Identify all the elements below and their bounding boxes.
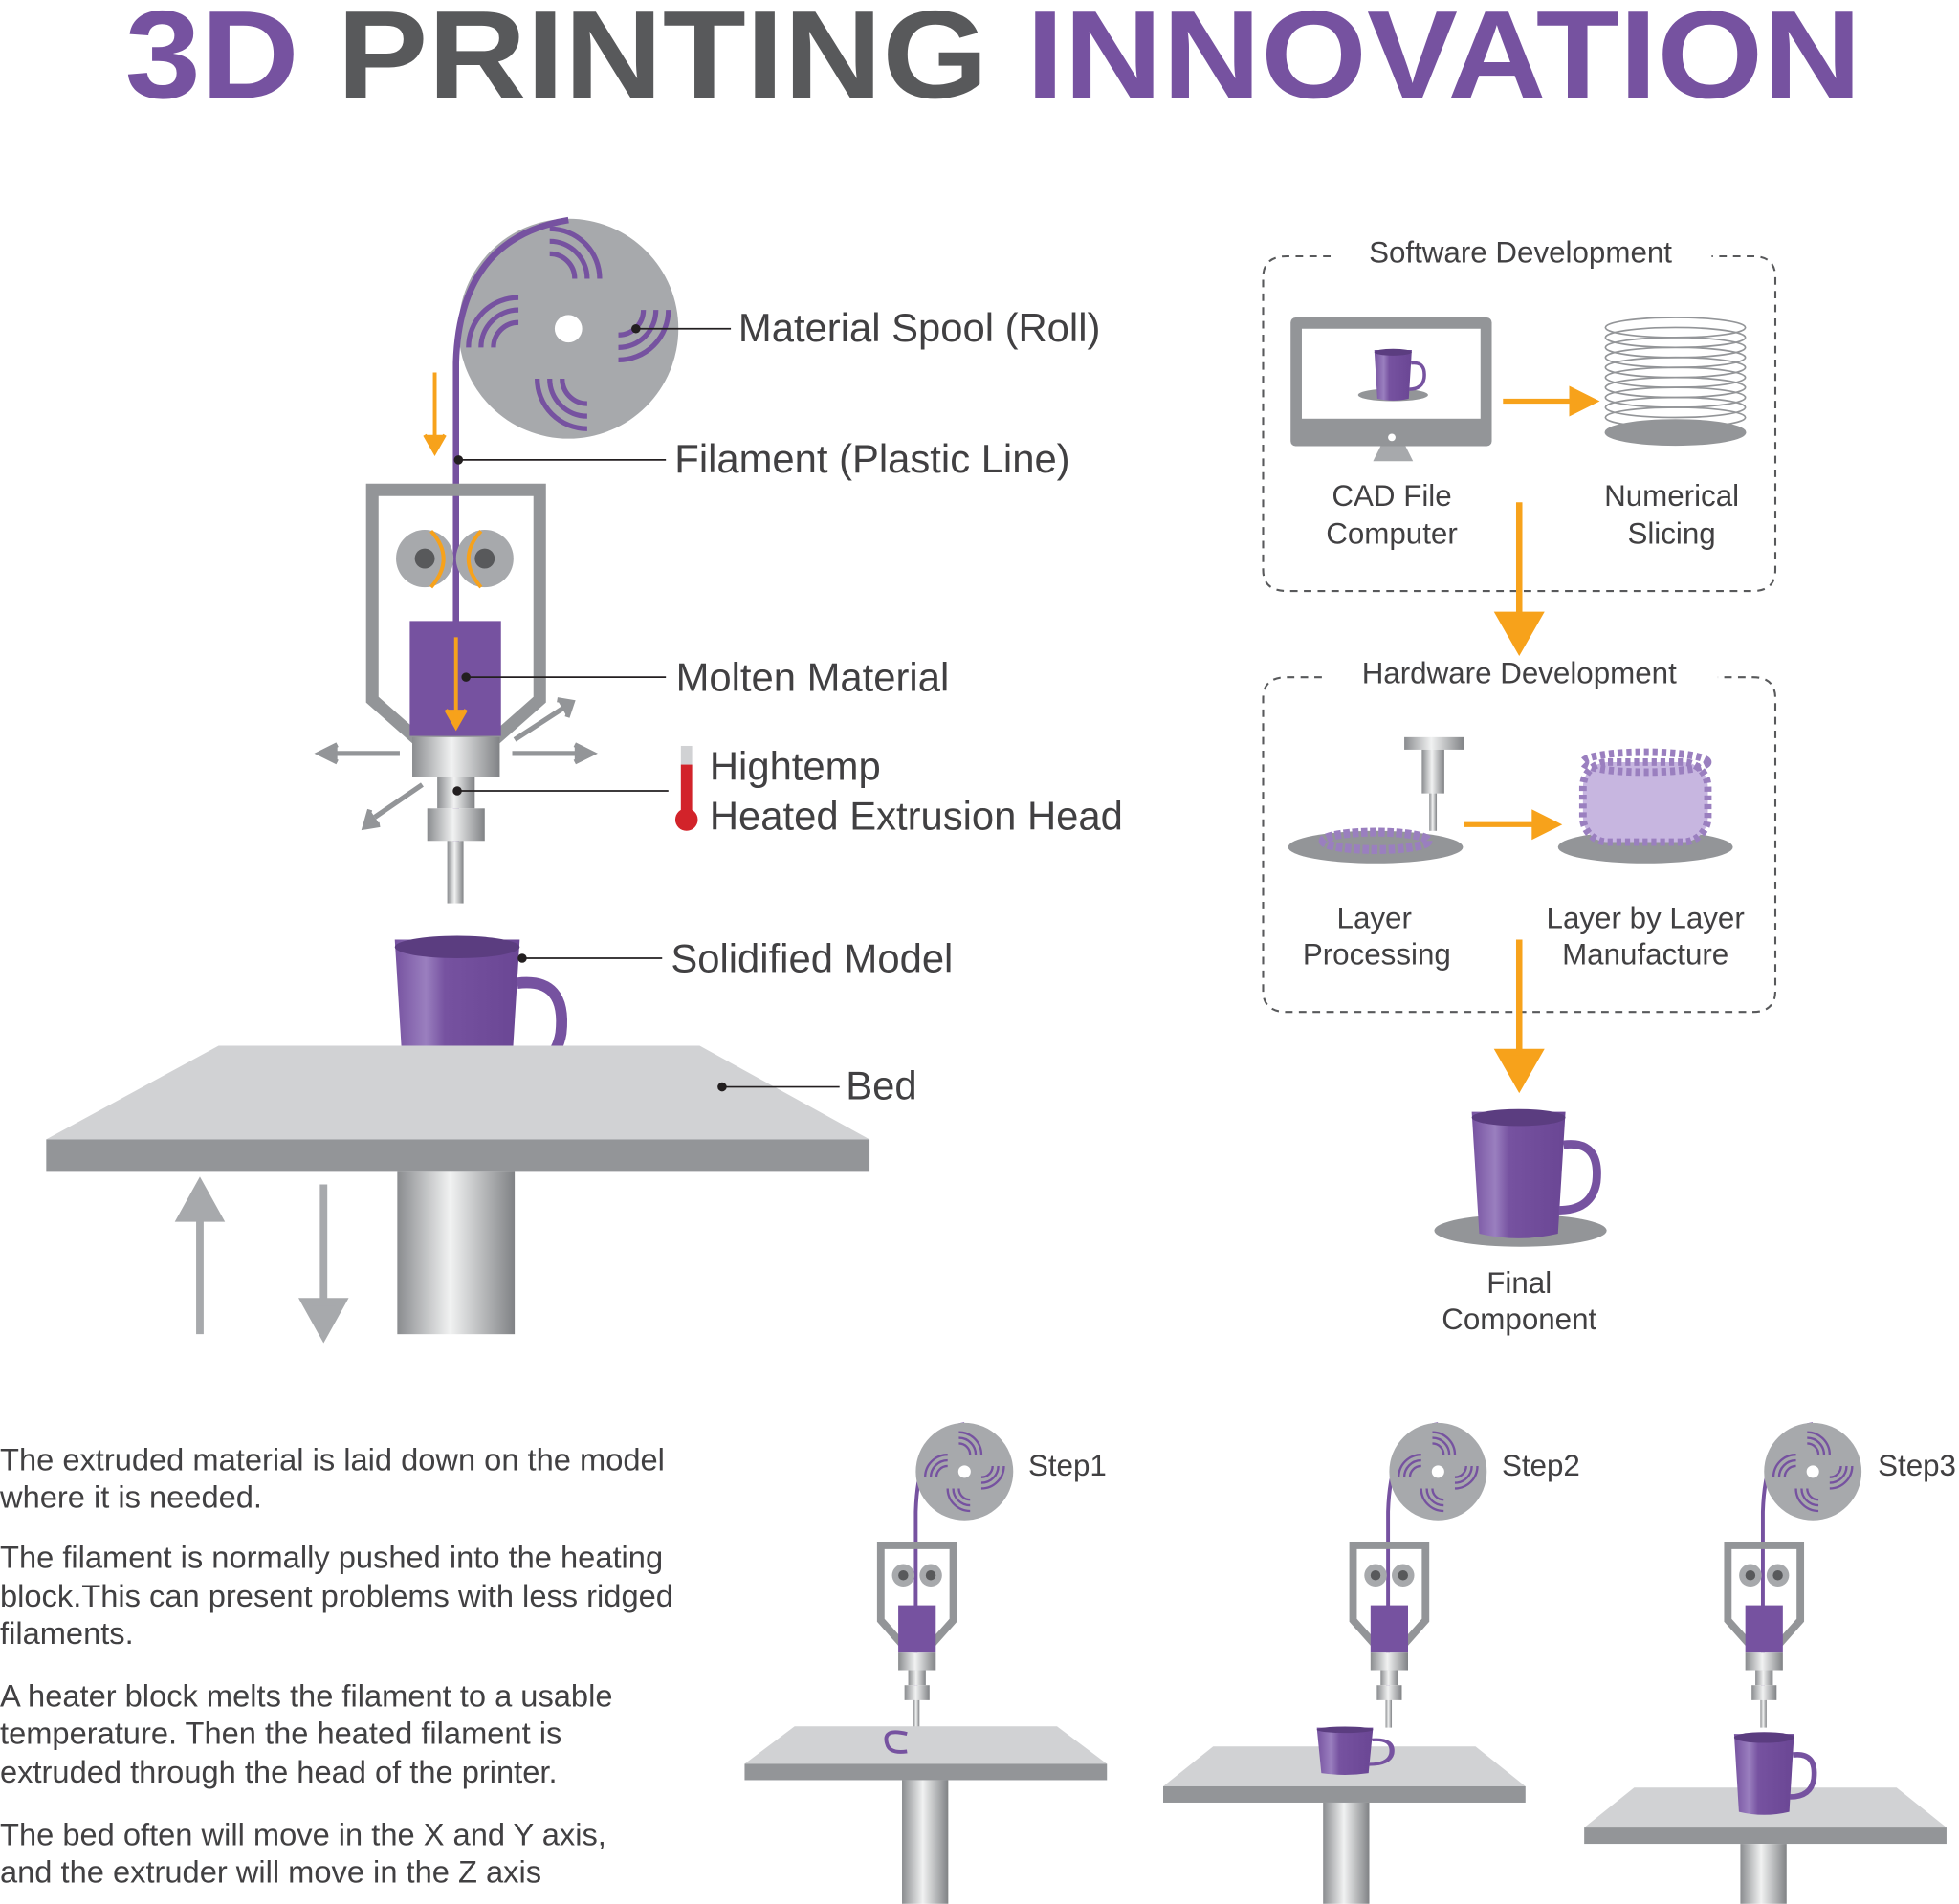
layer-processing-icon <box>1288 736 1464 864</box>
step-1: Step1 <box>744 1422 1108 1904</box>
step-3: Step3 <box>1584 1422 1956 1904</box>
paragraph-2: The filament is normally pushed into the… <box>0 1539 673 1651</box>
down-arrow-icon <box>423 372 447 456</box>
bed-up-arrow-icon <box>174 1176 226 1335</box>
arrow-down-icon <box>1493 502 1545 656</box>
software-title: Software Development <box>1369 236 1672 270</box>
description-text: The extruded material is laid down on th… <box>0 1442 673 1890</box>
spool-icon <box>458 218 679 439</box>
title-printing: PRINTING <box>337 0 988 124</box>
paragraph-4: The bed often will move in the X and Y a… <box>0 1816 606 1889</box>
movement-arrows-icon <box>314 697 598 831</box>
label-material-spool: Material Spool (Roll) <box>738 305 1100 350</box>
printer-diagram: Material Spool (Roll) Filament (Plastic … <box>46 216 1123 1344</box>
label-hightemp: Hightemp <box>710 743 881 788</box>
computer-monitor-icon <box>1290 317 1492 462</box>
roller-icons <box>396 530 514 589</box>
print-bed <box>46 1045 870 1335</box>
title-3d: 3D <box>125 0 299 124</box>
leader-lines <box>452 323 840 1092</box>
molten-arrow-icon <box>444 637 468 732</box>
filament-line <box>452 216 569 900</box>
final-component-icon <box>1434 1109 1607 1247</box>
step-2: Step2 <box>1163 1422 1580 1904</box>
layer-manufacture-icon <box>1557 748 1733 864</box>
label-solidified-model: Solidified Model <box>671 935 953 980</box>
label-bed: Bed <box>846 1063 916 1108</box>
arrow-right-icon <box>1464 809 1563 841</box>
thermometer-icon <box>674 745 698 831</box>
step-1-label: Step1 <box>1028 1449 1107 1482</box>
page-title: 3D PRINTING INNOVATION <box>125 0 1862 124</box>
extrusion-head <box>412 736 500 904</box>
arrow-right-icon <box>1503 385 1600 417</box>
bed-down-arrow-icon <box>298 1184 349 1344</box>
arrow-down-icon <box>1493 939 1545 1094</box>
slicing-layers-icon <box>1604 317 1747 447</box>
title-innovation: INNOVATION <box>1026 0 1861 124</box>
step-2-label: Step2 <box>1502 1449 1580 1482</box>
label-heated-extrusion-head: Heated Extrusion Head <box>710 793 1123 838</box>
label-molten-material: Molten Material <box>676 655 950 700</box>
label-filament: Filament (Plastic Line) <box>674 436 1069 481</box>
hardware-title: Hardware Development <box>1362 657 1677 690</box>
paragraph-1: The extruded material is laid down on th… <box>0 1442 665 1515</box>
step-3-label: Step3 <box>1878 1449 1956 1482</box>
paragraph-3: A heater block melts the filament to a u… <box>0 1677 612 1789</box>
software-box <box>1262 254 1777 593</box>
